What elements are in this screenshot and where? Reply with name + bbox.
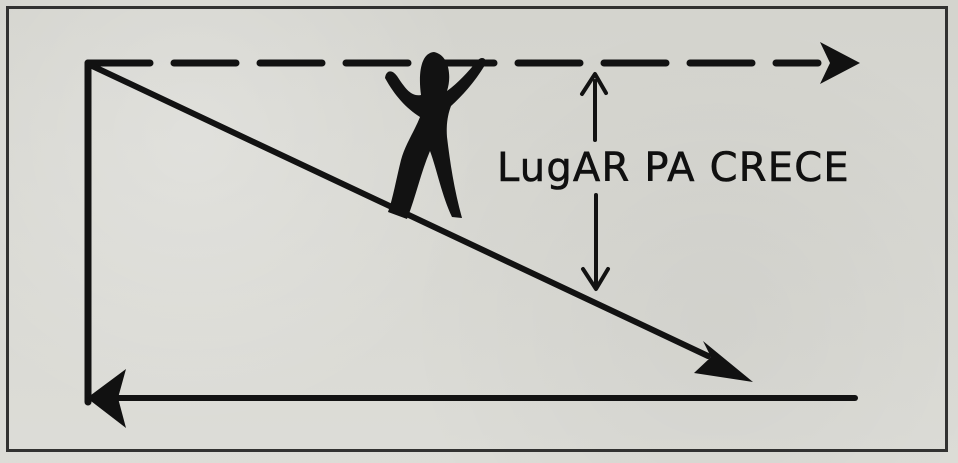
bottom-left-arrowhead — [87, 369, 126, 428]
climbing-figure-icon — [385, 52, 486, 219]
growth-up-arrowhead — [580, 72, 608, 96]
growth-space-label: LugAR PA CRECE — [497, 145, 850, 191]
growth-down-arrowhead — [581, 267, 610, 291]
top-arrowhead — [820, 42, 860, 84]
diagonal-arrowhead — [694, 341, 753, 382]
diagram-frame — [6, 6, 948, 452]
